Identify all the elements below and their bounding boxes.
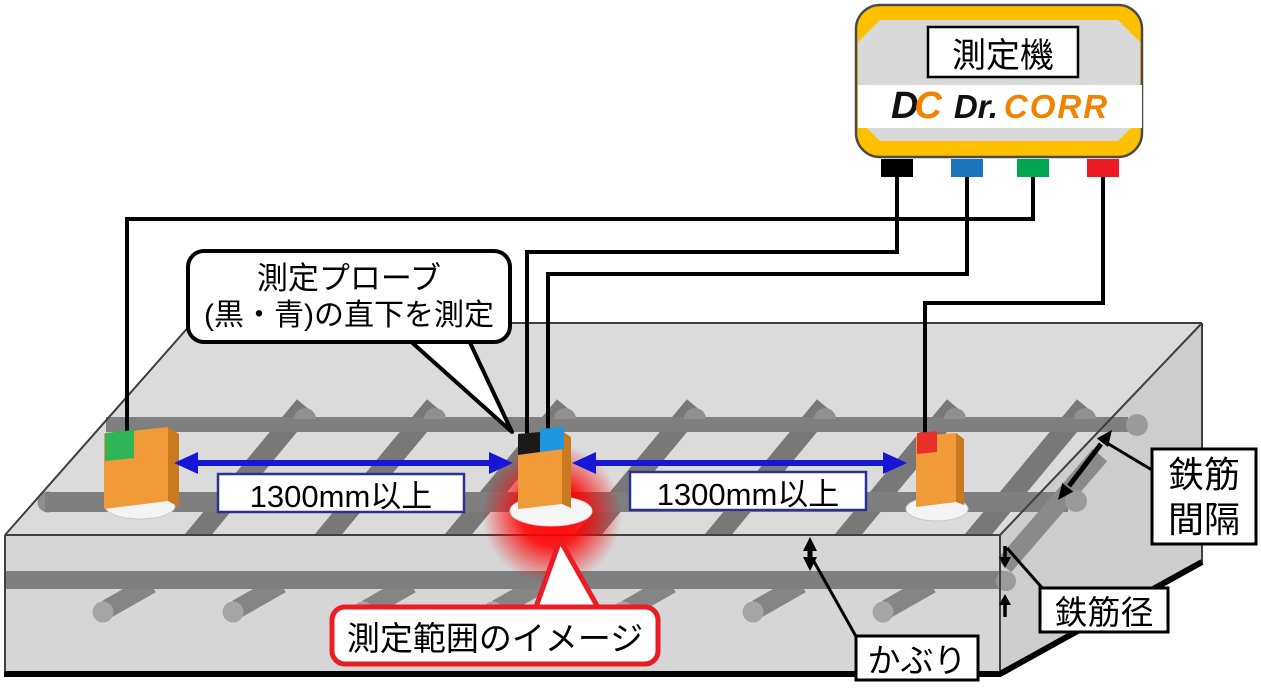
rebar-diameter-arrows	[999, 546, 1046, 617]
left-probe	[104, 427, 179, 509]
range-callout	[329, 537, 661, 667]
rebar-end-back-right	[1126, 414, 1148, 436]
rebar-diameter-box	[1038, 586, 1170, 634]
blue-wire	[546, 162, 969, 434]
probe-callout	[186, 249, 514, 434]
rebar-end-front-right	[1065, 490, 1087, 512]
center-probe-side	[562, 431, 571, 508]
left-distance-arrow	[174, 452, 513, 474]
blue-port	[951, 159, 983, 177]
red-tab	[917, 431, 937, 454]
red-port	[1087, 159, 1119, 177]
rebar-spacing-arrow	[1058, 430, 1153, 500]
rebar-bumps	[294, 408, 1096, 419]
right-probe-side	[956, 433, 964, 505]
right-probe	[916, 431, 964, 507]
red-wire	[923, 162, 1105, 436]
left-probe-side	[168, 427, 179, 507]
rebar-long-front-face	[5, 571, 1004, 589]
black-wire	[525, 162, 899, 436]
green-port	[1017, 159, 1049, 177]
left-distance-box	[216, 472, 466, 514]
logo-strip	[858, 85, 1142, 128]
green-wire	[125, 162, 1035, 432]
device-label-box	[926, 25, 1080, 79]
rebar-long-back	[106, 417, 1128, 432]
right-distance-box	[628, 470, 868, 512]
cover-arrow	[803, 537, 860, 641]
blue-tab	[540, 427, 564, 452]
black-tab	[518, 432, 540, 455]
measuring-device	[854, 3, 1144, 177]
slab-right-face	[1000, 323, 1202, 673]
right-distance-arrow	[572, 452, 907, 474]
probe-wires	[125, 162, 1105, 436]
range-callout-box	[329, 604, 661, 667]
green-tab	[105, 430, 134, 461]
right-face-rebar	[1000, 448, 1108, 573]
rebar-spacing-box	[1150, 447, 1258, 546]
probe-callout-box	[186, 249, 512, 344]
center-probe	[518, 427, 571, 509]
black-port	[881, 159, 913, 177]
cover-box	[854, 634, 980, 682]
